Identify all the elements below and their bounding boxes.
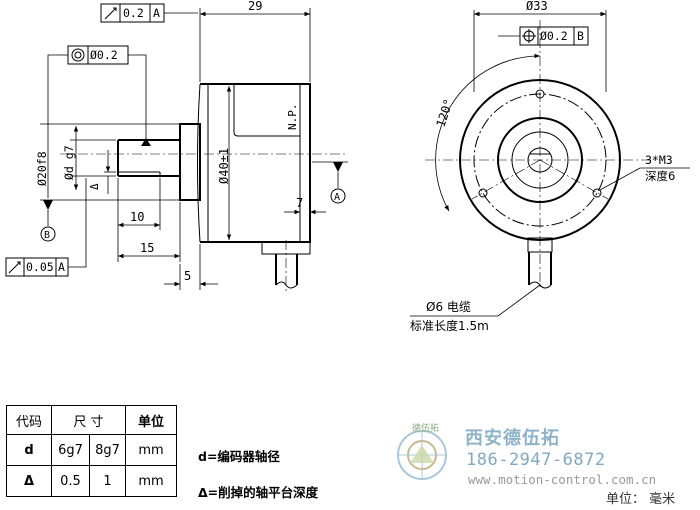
front-view: Ø33 Ø0.2 B 120° 3*M3 深度6 Ø6 电缆 标准长度1.5m <box>410 0 690 333</box>
logo-text: 德伍拓 <box>412 422 439 434</box>
angle-arc <box>435 53 541 212</box>
concentricity-symbol-icon <box>71 48 85 62</box>
angle-label: 120° <box>434 97 456 129</box>
tol-position-value: Ø0.2 <box>540 29 568 43</box>
dim-10-label: 10 <box>130 210 144 224</box>
body-front-curve <box>197 83 201 243</box>
hole-leader <box>599 167 690 191</box>
concentricity-leader <box>128 54 147 140</box>
cable-leader <box>410 284 541 317</box>
company-website: www.motion-control.com.cn <box>468 472 657 487</box>
front-cable <box>528 252 552 285</box>
datum-b-triangle <box>43 200 53 210</box>
cell-code: d <box>6 434 52 466</box>
datum-b-circle <box>40 226 56 242</box>
tol-runout-a-datum: A <box>153 6 160 20</box>
cell-value: 0.5 <box>51 465 90 497</box>
tol-position-datum: B <box>577 29 584 43</box>
nameplate-label: N.P. <box>286 104 299 131</box>
cell-unit: mm <box>125 434 177 466</box>
cable <box>275 254 298 285</box>
header-size: 尺 寸 <box>51 405 126 435</box>
header-code: 代码 <box>6 405 52 435</box>
datum-a-circle <box>330 188 346 204</box>
datum-a-triangle <box>333 162 343 172</box>
nameplate-recess <box>233 84 300 137</box>
cell-value: 1 <box>89 465 126 497</box>
runout-symbol-icon <box>8 261 21 274</box>
dim-29-label: 29 <box>248 0 262 13</box>
company-phone: 186-2947-6872 <box>466 450 606 470</box>
tol-runout-b-datum: A <box>58 260 65 274</box>
mounting-hole-left <box>478 188 488 198</box>
leader-arrow <box>141 138 151 146</box>
datum-a-label: A <box>334 192 340 203</box>
table-header-row: 代码 尺 寸 单位 <box>6 405 177 435</box>
dim-body-dia-label: Ø40±1 <box>217 148 231 184</box>
cable-note-2: 标准长度1.5m <box>410 318 489 333</box>
runout-symbol-icon <box>104 7 117 20</box>
cable-break <box>275 281 298 289</box>
hole-note-2: 深度6 <box>645 169 675 183</box>
table-row: d 6g7 8g7 mm <box>6 434 177 466</box>
definition-delta: Δ=削掉的轴平台深度 <box>198 485 319 500</box>
mounting-flange <box>179 123 201 201</box>
dim-delta-label: Δ <box>88 183 101 190</box>
hole-note-1: 3*M3 <box>645 153 673 167</box>
datum-b-leader <box>47 54 68 198</box>
dim-7-label: 7 <box>296 196 303 210</box>
cell-value: 8g7 <box>89 434 126 466</box>
side-view: 29 0.2 A Ø0.2 Ø20f8 B Ød g7 <box>5 0 348 292</box>
tol-runout-a-value: 0.2 <box>123 6 144 20</box>
tolerance-frame-runout-a <box>100 3 165 23</box>
cable-note-1: Ø6 电缆 <box>426 300 471 314</box>
definition-d: d=编码器轴径 <box>198 449 280 464</box>
runout-b-leader <box>68 178 87 268</box>
tol-concentric-value: Ø0.2 <box>90 48 118 62</box>
datum-b-label: B <box>44 230 50 241</box>
cell-unit: mm <box>125 465 177 497</box>
dim-d-label: Ød g7 <box>62 145 76 180</box>
company-name: 西安德伍拓 <box>465 428 560 449</box>
tol-runout-b-value: 0.05 <box>26 260 54 274</box>
dim-15-label: 15 <box>140 241 154 255</box>
spec-table: 代码 尺 寸 单位 d 6g7 8g7 mm Δ 0.5 1 mm <box>6 405 177 497</box>
header-unit: 单位 <box>125 405 177 435</box>
unit-label: 单位： 毫米 <box>606 492 676 507</box>
company-logo-icon: 德伍拓 <box>397 422 447 480</box>
mounting-hole-right <box>592 188 602 198</box>
shaft <box>117 139 180 177</box>
encoder-body <box>200 83 311 243</box>
dim-5-label: 5 <box>184 269 191 283</box>
cell-value: 6g7 <box>51 434 90 466</box>
dim-33-label: Ø33 <box>526 0 548 13</box>
table-row: Δ 0.5 1 mm <box>6 465 177 497</box>
front-cable-gland <box>527 237 553 253</box>
dim-shaft-dia-label: Ø20f8 <box>35 151 49 186</box>
cell-code: Δ <box>6 465 52 497</box>
